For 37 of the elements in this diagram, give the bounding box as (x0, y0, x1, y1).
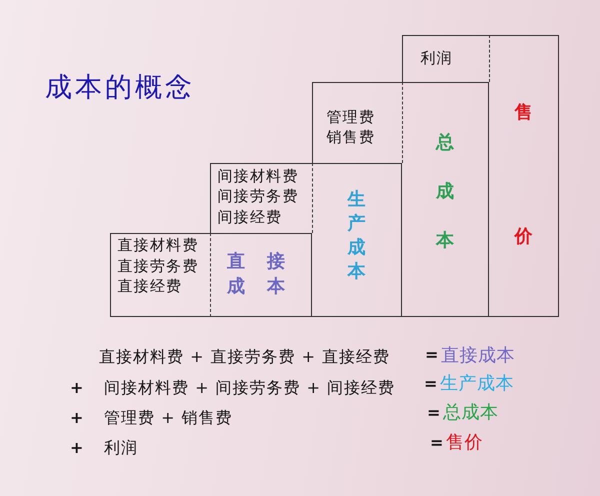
cost-total-cell (489, 35, 559, 317)
formula-text: 利润 (104, 437, 138, 459)
title: 成本的概念 (45, 72, 195, 104)
cost-item-text: 销售费 (326, 127, 376, 148)
cost-total-cell (210, 233, 312, 317)
cost-item-cell (110, 233, 211, 317)
cost-total-text: 生产成本 (348, 188, 366, 284)
cost-total-text: 总成本 (436, 131, 454, 253)
cost-item-text: 直接材料费 (118, 235, 198, 256)
result-text: 总成本 (443, 402, 498, 424)
cost-item-cell (402, 35, 490, 82)
cost-item-text: 直接劳务费 (118, 256, 198, 276)
plus-sign: + (70, 407, 84, 429)
cost-item-text: 直接经费 (118, 276, 182, 296)
cost-item-text: 利润 (420, 48, 453, 68)
formula-text: 直接材料费 + 直接劳务费 + 直接经费 (99, 346, 390, 368)
equals-sign: = (430, 432, 444, 454)
cost-total-text: 直接成本 (227, 250, 308, 299)
formula-text: 管理费 + 销售费 (104, 407, 233, 429)
plus-sign: + (70, 377, 84, 399)
cost-item-text: 间接经费 (218, 206, 282, 227)
cost-total-cell (402, 82, 489, 317)
cost-item-cell (312, 82, 403, 163)
cost-item-text: 间接劳务费 (218, 186, 298, 206)
cost-total-text: 售价 (514, 100, 532, 248)
formula-text: 间接材料费 + 间接劳务费 + 间接经费 (104, 377, 396, 399)
equals-sign: = (425, 344, 439, 366)
equals-sign: = (424, 373, 438, 395)
result-text: 售价 (446, 432, 483, 454)
result-text: 生产成本 (440, 373, 514, 395)
result-text: 直接成本 (441, 345, 515, 367)
plus-sign: + (70, 437, 84, 459)
cost-item-cell (210, 163, 313, 233)
cost-total-cell (312, 163, 402, 317)
cost-item-text: 间接材料费 (218, 166, 298, 186)
cost-item-text: 管理费 (326, 106, 376, 127)
equals-sign: = (427, 402, 441, 424)
